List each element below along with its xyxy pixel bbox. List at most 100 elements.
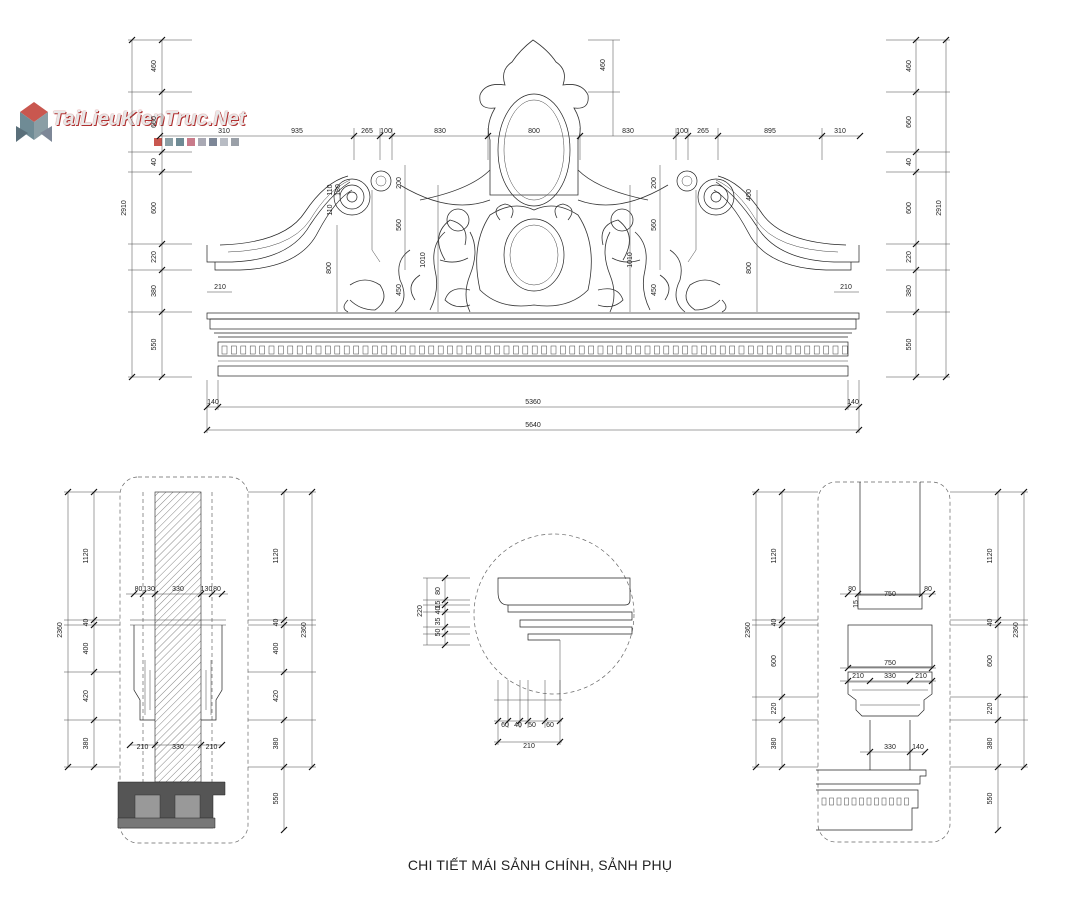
dimension-tick <box>280 621 288 629</box>
dimension-tick <box>906 748 914 756</box>
dentil <box>851 797 857 806</box>
dentil <box>550 345 557 355</box>
dentil <box>644 345 651 355</box>
dimension-tick <box>64 763 72 771</box>
dimension-value: 460 <box>600 59 607 71</box>
dimension-tick <box>714 132 722 140</box>
dimension-tick <box>494 738 502 746</box>
dimension-tick <box>818 132 826 140</box>
dentil <box>334 345 341 355</box>
dimension-tick <box>855 426 863 434</box>
dimension-tick <box>280 488 288 496</box>
dimension-tick <box>942 36 950 44</box>
overall-width-value: 5640 <box>525 422 541 429</box>
dimension-value: 220 <box>906 251 913 263</box>
dentil <box>306 345 312 355</box>
dentil <box>447 345 453 355</box>
dimension-tick <box>376 132 384 140</box>
dentil <box>315 345 322 355</box>
dimension-tick <box>90 763 98 771</box>
dimension-tick <box>912 308 920 316</box>
dimension-tick <box>90 616 98 624</box>
dimension-value: 380 <box>987 738 994 750</box>
dentil <box>701 345 707 355</box>
dentil <box>663 345 670 355</box>
dimension-value: 220 <box>771 703 778 715</box>
dimension-value: 80 <box>135 586 143 593</box>
dentil <box>362 345 369 355</box>
dentil <box>896 797 902 806</box>
dimension-tick <box>994 616 1002 624</box>
dimension-value: 210 <box>840 284 852 291</box>
dentil <box>597 345 604 355</box>
dentil <box>738 345 745 355</box>
dimension-value: 460 <box>151 60 158 72</box>
left-section-wall-hatch <box>154 491 202 783</box>
dentil <box>325 345 331 355</box>
dimension-tick <box>280 668 288 676</box>
dimension-value: 380 <box>906 285 913 297</box>
central-crest-ornament <box>399 39 669 308</box>
dimension-tick <box>912 373 920 381</box>
dimension-tick <box>308 488 316 496</box>
dentil <box>578 345 585 355</box>
dimension-tick <box>197 590 205 598</box>
dimension-value: 1120 <box>83 548 90 563</box>
dentil <box>654 345 660 355</box>
top-elevation-dimension-ticks <box>128 36 950 434</box>
dimension-tick <box>844 664 852 672</box>
dimension-tick <box>156 132 164 140</box>
dimension-tick <box>280 763 288 771</box>
dimension-tick <box>158 36 166 44</box>
dentil <box>484 345 491 355</box>
dimension-value: 550 <box>151 339 158 351</box>
dentil <box>381 345 388 355</box>
dimension-tick <box>994 716 1002 724</box>
overall-width-value: 210 <box>523 743 535 750</box>
dimension-value: 600 <box>151 202 158 214</box>
dentil <box>278 345 284 355</box>
logo-swatch <box>198 138 206 146</box>
dentil <box>829 797 834 806</box>
dimension-value: 5360 <box>525 399 541 406</box>
dimension-value: 330 <box>884 744 896 751</box>
dimension-value: 210 <box>137 744 149 751</box>
dimension-value: 380 <box>273 738 280 750</box>
dimension-value: 1120 <box>273 548 280 563</box>
logo-swatch <box>220 138 228 146</box>
dimension-value: 40 <box>906 158 913 166</box>
dimension-tick <box>90 668 98 676</box>
dentil <box>259 345 265 355</box>
dimension-tick <box>280 616 288 624</box>
dentil <box>494 345 500 355</box>
dentil <box>748 345 754 355</box>
profile-detail-dimension-ticks <box>423 574 564 746</box>
dimension-tick <box>90 716 98 724</box>
dimension-tick <box>556 738 564 746</box>
dentil <box>836 797 842 806</box>
dimension-tick <box>139 590 147 598</box>
dimension-value: 210 <box>206 744 218 751</box>
dentil <box>607 345 613 355</box>
dimension-tick <box>672 132 680 140</box>
dentil <box>522 345 529 355</box>
dimension-value: 140 <box>207 399 219 406</box>
overall-height-value: 2360 <box>1013 622 1020 638</box>
dimension-tick <box>994 621 1002 629</box>
dimension-tick <box>158 240 166 248</box>
top-elevation-dimension-lines <box>131 39 947 433</box>
dimension-tick <box>684 132 692 140</box>
dimension-value: 330 <box>172 744 184 751</box>
dimension-value: 935 <box>291 128 303 135</box>
dimension-value: 560 <box>396 219 403 231</box>
dimension-tick <box>1020 488 1028 496</box>
dimension-value: 110 <box>327 184 334 195</box>
dentil <box>588 345 594 355</box>
dimension-tick <box>752 488 760 496</box>
dimension-tick <box>778 763 786 771</box>
dimension-tick <box>906 677 914 685</box>
dimension-tick <box>158 266 166 274</box>
dimension-tick <box>350 132 358 140</box>
dimension-value: 450 <box>396 284 403 296</box>
dimension-tick <box>64 488 72 496</box>
